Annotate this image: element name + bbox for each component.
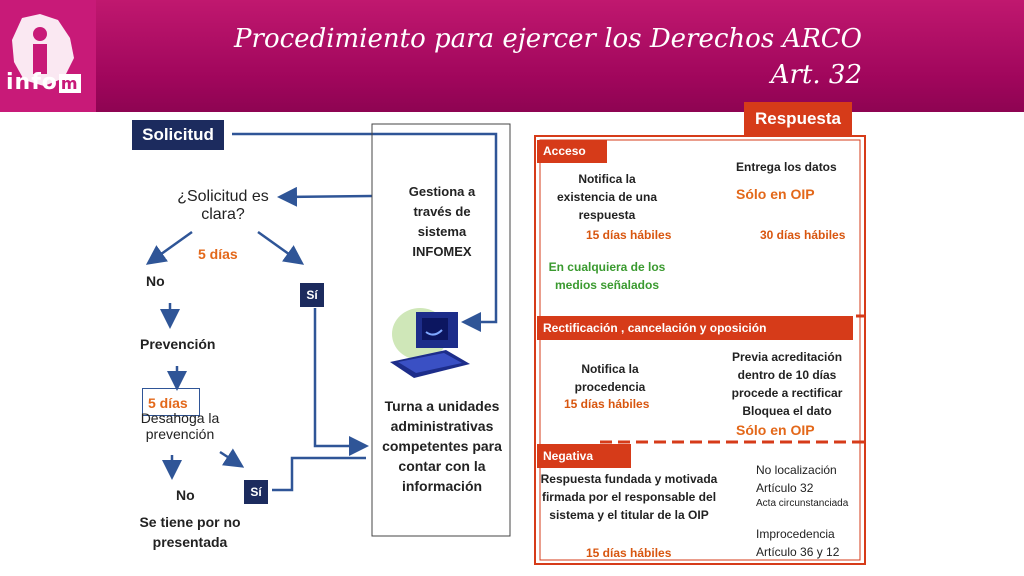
turna-label: Turna a unidades administrativas compete… [382, 398, 502, 494]
logo-text: info [6, 70, 58, 95]
no2-label: No [176, 487, 195, 503]
neg-articulo-32: Artículo 32 [756, 481, 814, 495]
acceso-notifica: Notifica la existencia de una respuesta [556, 172, 658, 222]
tab-acceso: Acceso [537, 140, 607, 163]
logo-suffix: m [58, 74, 81, 93]
si2-label: Sí [250, 485, 262, 499]
header-banner [0, 0, 1024, 112]
acceso-plazo-2: 30 días hábiles [760, 228, 846, 242]
computer-icon [386, 300, 476, 389]
neg-no-localizacion: No localización [756, 463, 837, 477]
question-label: ¿Solicitud es clara? [177, 188, 269, 223]
page-subtitle: Art. 32 [770, 60, 862, 90]
rect-previa: Previa acreditación dentro de 10 días pr… [731, 350, 843, 418]
acceso-entrega: Entrega los datos [736, 160, 837, 174]
page-title: Procedimiento para ejercer los Derechos … [234, 24, 862, 54]
tab-negativa: Negativa [537, 444, 631, 468]
desahoga-label: Desahoga la prevención [140, 410, 220, 442]
neg-articulo-36: Artículo 36 y 12 [756, 545, 840, 559]
neg-respuesta: Respuesta fundada y motivada firmada por… [540, 472, 718, 522]
si-badge: Sí [300, 283, 324, 307]
neg-plazo: 15 días hábiles [586, 546, 672, 560]
gestiona-label: Gestiona a través de sistema INFOMEX [408, 184, 476, 259]
acceso-solo-oip: Sólo en OIP [736, 186, 815, 202]
no-label: No [146, 273, 165, 289]
prevencion-label: Prevención [140, 336, 216, 352]
rect-solo-oip: Sólo en OIP [736, 422, 815, 438]
rect-notifica: Notifica la procedencia [574, 362, 646, 394]
solicitud-box: Solicitud [132, 120, 224, 150]
si2-badge: Sí [244, 480, 268, 504]
respuesta-label: Respuesta [755, 109, 841, 128]
solicitud-label: Solicitud [142, 125, 214, 144]
respuesta-box: Respuesta [744, 102, 852, 136]
acceso-medios: En cualquiera de los medios señalados [548, 260, 666, 292]
days-box-2 [142, 388, 200, 416]
tab-rectificacion: Rectificación , cancelación y oposición [537, 316, 853, 340]
neg-acta: Acta circunstanciada [756, 498, 849, 509]
acceso-plazo-1: 15 días hábiles [586, 228, 672, 242]
days-label-1: 5 días [198, 246, 238, 262]
no-presentada-label: Se tiene por no presentada [139, 514, 241, 550]
si-label: Sí [306, 288, 318, 302]
days-label-2: 5 días [148, 395, 188, 411]
neg-improcedencia: Improcedencia [756, 527, 835, 541]
rect-plazo: 15 días hábiles [564, 397, 650, 411]
